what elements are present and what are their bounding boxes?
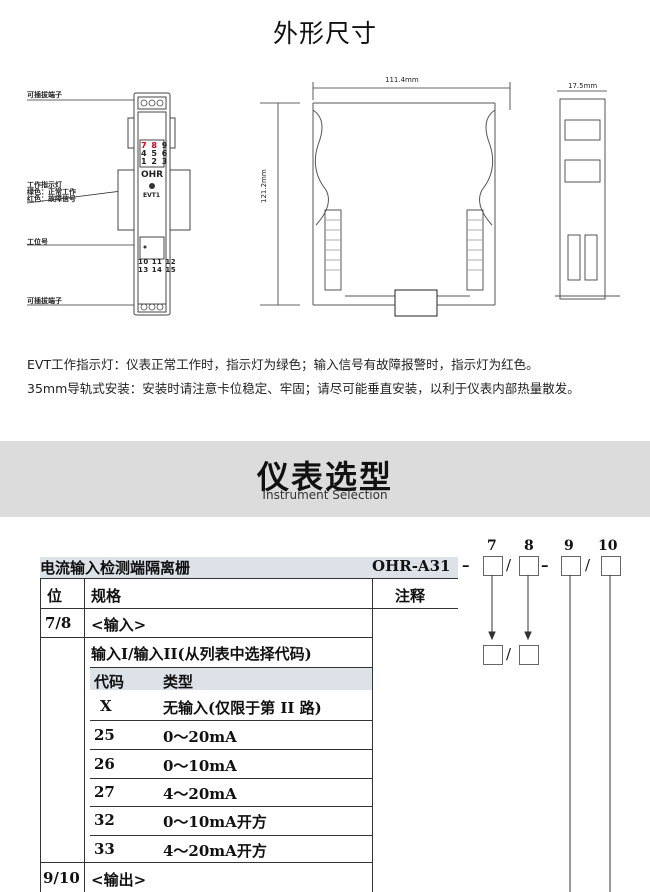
dimension-drawings <box>26 82 620 317</box>
label-position: 工位号 <box>27 238 48 246</box>
code-header-bg <box>90 668 372 690</box>
row-type-33: 4～20mA开方 <box>163 842 267 860</box>
group1-pos: 7/8 <box>45 614 72 632</box>
label-indicator-3: 红色：故障信号 <box>27 195 76 203</box>
label-bottom-terminal: 可插拔端子 <box>27 297 62 305</box>
note-installation: 35mm导轨式安装：安装时请注意卡位稳定、牢固；请尽可能垂直安装，以利于仪表内部… <box>27 381 580 396</box>
terminal-5: 5 <box>151 149 158 158</box>
row-code-33: 33 <box>94 840 115 858</box>
section-title-selection: 仪表选型 <box>256 458 393 496</box>
group2-pos: 9/10 <box>43 869 80 887</box>
code-box-9[interactable] <box>561 556 581 576</box>
terminal-9: 9 <box>161 141 169 150</box>
selection-header-band <box>0 441 650 517</box>
code-box-8[interactable] <box>519 556 539 576</box>
terminal-13: 13 <box>138 266 149 274</box>
row-code-25: 25 <box>94 726 115 744</box>
row-type-32: 0～10mA开方 <box>163 813 267 831</box>
front-view <box>117 92 191 316</box>
terminal-3: 3 <box>161 157 169 166</box>
terminal-10: 10 <box>138 258 149 266</box>
end-view <box>555 98 620 300</box>
product-model: OHR-A31 <box>372 557 451 575</box>
terminal-7: 7 <box>141 141 148 150</box>
code-box-8-result[interactable] <box>519 645 539 665</box>
label-top-terminal: 可插拔端子 <box>27 91 62 99</box>
row-code-32: 32 <box>94 811 115 829</box>
pos-num-10: 10 <box>598 538 618 554</box>
row-code-26: 26 <box>94 755 115 773</box>
height-dimension: 121.2mm <box>260 169 268 203</box>
label-indicator-1: 工作指示灯 <box>27 181 62 189</box>
dash-1: – <box>462 556 470 574</box>
code-box-10[interactable] <box>601 556 621 576</box>
depth-dimension: 17.5mm <box>568 82 598 90</box>
slash-3: / <box>506 645 512 663</box>
pos-num-7: 7 <box>487 538 497 554</box>
terminal-14: 14 <box>151 266 163 274</box>
slash-1: / <box>506 556 512 574</box>
product-row-bg <box>40 557 458 578</box>
code-header-type: 类型 <box>163 673 194 691</box>
product-name: 电流输入检测端隔离栅 <box>40 559 191 577</box>
header-pos: 位 <box>47 587 63 605</box>
pos-num-9: 9 <box>564 538 574 554</box>
terminal-8: 8 <box>151 141 158 150</box>
header-note: 注释 <box>395 587 426 605</box>
code-box-7[interactable] <box>483 556 503 576</box>
group1-desc: 输入I/输入II(从列表中选择代码) <box>91 645 312 663</box>
terminal-6: 6 <box>161 149 169 158</box>
label-indicator-2: 绿色：正常工作 <box>27 188 76 196</box>
header-spec: 规格 <box>91 587 122 605</box>
code-connector-lines <box>488 575 611 892</box>
side-view <box>312 102 496 317</box>
row-type-x: 无输入(仅限于第 II 路) <box>163 699 322 717</box>
group2-name: <输出> <box>91 871 147 889</box>
terminal-12: 12 <box>165 258 177 266</box>
terminal-2: 2 <box>151 157 158 166</box>
code-header-code: 代码 <box>94 673 125 691</box>
section-subtitle-selection: Instrument Selection <box>262 488 388 502</box>
row-type-26: 0～10mA <box>163 757 237 775</box>
dash-2: – <box>541 556 549 574</box>
code-box-7-result[interactable] <box>483 645 503 665</box>
row-code-27: 27 <box>94 783 115 801</box>
note-indicator: EVT工作指示灯：仪表正常工作时，指示灯为绿色；输入信号有故障报警时，指示灯为红… <box>27 357 539 372</box>
row-code-x: X <box>100 697 112 715</box>
group1-name: <输入> <box>91 616 147 634</box>
row-type-25: 0～20mA <box>163 728 237 746</box>
section-title-dimensions: 外形尺寸 <box>272 19 377 48</box>
pos-num-8: 8 <box>524 538 534 554</box>
slash-2: / <box>585 556 591 574</box>
terminal-15: 15 <box>165 266 177 274</box>
terminal-11: 11 <box>151 258 163 266</box>
brand-logo: OHR <box>141 170 164 180</box>
terminal-1: 1 <box>141 157 148 166</box>
width-dimension: 111.4mm <box>385 76 419 84</box>
row-type-27: 4～20mA <box>163 785 237 803</box>
terminal-4: 4 <box>141 149 148 158</box>
model-short: EVT1 <box>143 192 161 199</box>
